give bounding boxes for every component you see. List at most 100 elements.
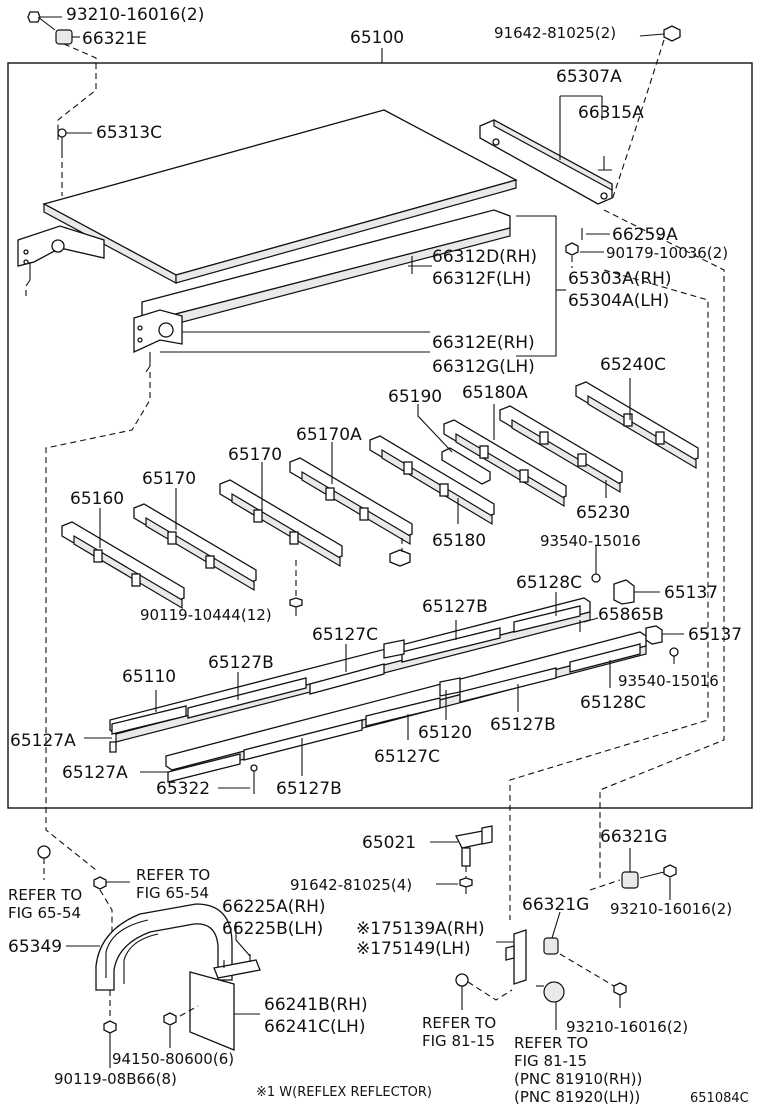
bolt-icon [250, 764, 258, 794]
label-65304A: 65304A(LH) [568, 291, 669, 311]
bracket-65021 [455, 825, 493, 867]
label-65127C-lower: 65127C [374, 747, 440, 767]
washer-icon [591, 573, 601, 583]
label-65100: 65100 [350, 28, 404, 48]
crossmember-65160 [61, 521, 185, 610]
label-65127A-upper: 65127A [10, 731, 76, 751]
shim-65127C [365, 697, 441, 727]
shim-65128C [569, 643, 641, 673]
bolt-icon [93, 876, 130, 890]
figure-code: 651084C [690, 1091, 749, 1106]
bolt-icon [613, 982, 627, 1008]
label-refer-fig-65-54-right-2: FIG 65-54 [136, 884, 209, 902]
shim-65127C [309, 663, 385, 695]
washer-icon [669, 647, 679, 657]
bolt-icon [289, 597, 303, 616]
label-66321G-upper: 66321G [600, 827, 667, 847]
shim-65127B [187, 677, 307, 719]
crossmember-65170-lower [133, 503, 257, 592]
nut-icon [543, 937, 559, 955]
label-66312G: 66312G(LH) [432, 357, 535, 377]
label-65127B-upper: 65127B [422, 597, 488, 617]
label-65137-upper: 65137 [664, 583, 718, 603]
label-65127B-right: 65127B [490, 715, 556, 735]
mudflap-66241 [189, 971, 235, 1051]
label-65128C-upper: 65128C [516, 573, 582, 593]
footnote: ※1 W(REFLEX REFLECTOR) [256, 1085, 432, 1100]
nut-icon [55, 29, 73, 45]
label-pnc-81910: (PNC 81910(RH)) [514, 1070, 642, 1088]
label-90119-08B66: 90119-08B66(8) [54, 1070, 177, 1088]
label-65170A: 65170A [296, 425, 362, 445]
crossmember-65170A [289, 457, 413, 546]
nut-icon [565, 242, 579, 256]
crossmember-65170-upper [219, 479, 343, 568]
label-65170-upper: 65170 [228, 445, 282, 465]
label-refer-fig-81-15-left-1: REFER TO [422, 1014, 496, 1032]
label-refer-fig-81-15-right-2: FIG 81-15 [514, 1052, 587, 1070]
shim-65127B [401, 627, 501, 663]
label-65127C-upper: 65127C [312, 625, 378, 645]
label-66312F: 66312F(LH) [432, 269, 531, 289]
label-65137-lower: 65137 [688, 625, 742, 645]
grommet-icon [455, 973, 469, 987]
label-66225B: 66225B(LH) [222, 919, 323, 939]
angle-65190 [441, 447, 491, 485]
label-66321E: 66321E [82, 29, 147, 49]
hinge-bracket [17, 225, 105, 287]
label-65110: 65110 [122, 667, 176, 687]
label-pnc-81920: (PNC 81920(LH)) [514, 1088, 640, 1106]
label-66241C: 66241C(LH) [264, 1017, 365, 1037]
label-65230: 65230 [576, 503, 630, 523]
nut-icon [621, 871, 639, 889]
label-94150-80600: 94150-80600(6) [112, 1050, 234, 1068]
label-65190: 65190 [388, 387, 442, 407]
label-93210-16016-bottom: 93210-16016(2) [566, 1018, 688, 1036]
label-93210-16016-mid: 93210-16016(2) [610, 900, 732, 918]
label-65240C: 65240C [600, 355, 666, 375]
label-93210-16016-top: 93210-16016(2) [66, 5, 204, 25]
label-75149: ※175149(LH) [356, 939, 471, 959]
label-66225A: 66225A(RH) [222, 897, 326, 917]
label-66315A: 66315A [578, 103, 644, 123]
label-90119-10444: 90119-10444(12) [140, 606, 272, 624]
label-65313C: 65313C [96, 123, 162, 143]
label-65128C-lower: 65128C [580, 693, 646, 713]
label-refer-fig-65-54-left-2: FIG 65-54 [8, 904, 81, 922]
fender-65349 [95, 903, 233, 991]
label-65303A: 65303A(RH) [568, 269, 672, 289]
label-65307A: 65307A [556, 67, 622, 87]
pin-icon [57, 128, 67, 152]
bolt-icon [639, 864, 677, 879]
side-rail [133, 209, 511, 373]
crossmember-65230 [499, 405, 623, 494]
label-65180A: 65180A [462, 383, 528, 403]
label-65865B: 65865B [598, 605, 664, 625]
label-93540-15016-upper: 93540-15016 [540, 532, 641, 550]
label-90179-10036: 90179-10036(2) [606, 244, 728, 262]
label-66312E: 66312E(RH) [432, 333, 535, 353]
crossmember-65180 [369, 435, 495, 526]
label-65127B-mid: 65127B [208, 653, 274, 673]
shim-65127B [243, 719, 363, 761]
label-refer-fig-81-15-left-2: FIG 81-15 [422, 1032, 495, 1050]
shim-65127A [111, 705, 187, 735]
label-65160: 65160 [70, 489, 124, 509]
label-65120: 65120 [418, 723, 472, 743]
label-65180: 65180 [432, 531, 486, 551]
reflector-icon [543, 981, 565, 1003]
shim-65127A [167, 753, 241, 783]
label-65170-lower: 65170 [142, 469, 196, 489]
label-66241B: 66241B(RH) [264, 995, 368, 1015]
bracket-65137 [613, 579, 635, 605]
label-66312D: 66312D(RH) [432, 247, 537, 267]
grommet-icon [37, 845, 51, 859]
label-66321G-lower: 66321G [522, 895, 589, 915]
label-75139A: ※175139A(RH) [356, 919, 485, 939]
label-refer-fig-81-15-right-1: REFER TO [514, 1034, 588, 1052]
crossmember-65240C [575, 381, 699, 470]
reflector-bracket [505, 929, 527, 985]
nut-icon [163, 1012, 177, 1026]
label-93540-15016-lower: 93540-15016 [618, 672, 719, 690]
